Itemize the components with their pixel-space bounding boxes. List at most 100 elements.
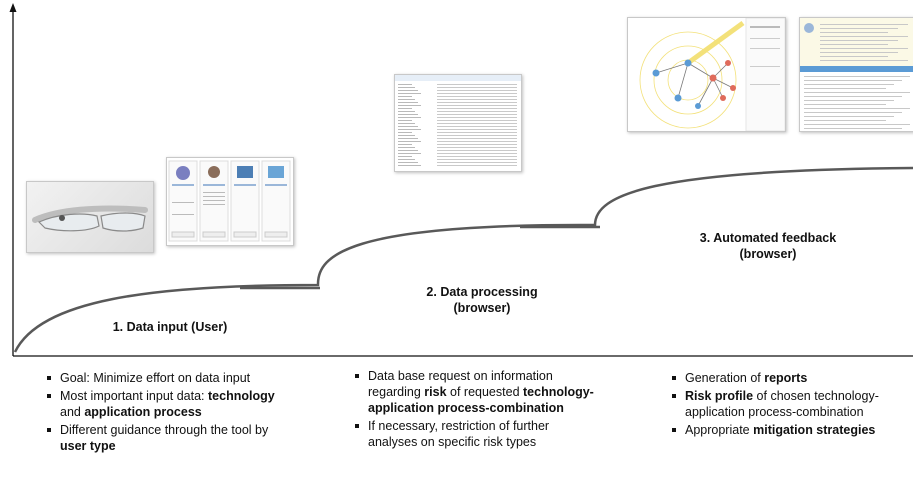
table-row <box>437 150 517 151</box>
table-row <box>398 150 418 151</box>
table-row <box>398 108 412 109</box>
table-row <box>398 123 415 124</box>
report-line <box>804 76 910 77</box>
stage-1-label: 1. Data input (User) <box>90 319 250 335</box>
risk-report <box>800 18 913 129</box>
table-row <box>398 144 412 145</box>
table-row <box>398 153 421 154</box>
bullet-text: If necessary, restriction of further ana… <box>368 419 550 449</box>
stage-2-label: 2. Data processing (browser) <box>412 284 552 316</box>
table-row <box>398 84 412 85</box>
table-row <box>437 114 517 115</box>
table-row <box>398 120 412 121</box>
bullet-text: Appropriate <box>685 423 754 437</box>
bullet-item: Most important input data: technology an… <box>44 388 276 420</box>
bullet-emphasis: technology <box>208 389 275 403</box>
table-header <box>395 75 521 81</box>
table-row <box>398 156 412 157</box>
bullet-item: Appropriate mitigation strategies <box>669 422 909 438</box>
stage-2-subtitle: (browser) <box>453 301 511 315</box>
bullet-text: of requested <box>446 385 523 399</box>
table-row <box>437 144 517 145</box>
table-row <box>437 138 517 139</box>
risk-network-graph <box>639 18 785 131</box>
report-line <box>804 96 902 97</box>
table-row <box>398 87 415 88</box>
table-row <box>437 165 517 166</box>
table-row <box>437 141 517 142</box>
bullet-text: Goal: Minimize effort on data input <box>60 371 251 385</box>
table-row <box>437 132 517 133</box>
bullet-text: of chosen technology-application process… <box>685 389 879 419</box>
table-row <box>398 117 421 118</box>
table-row <box>398 99 415 100</box>
table-row <box>437 162 517 163</box>
table-row <box>437 147 517 148</box>
bullet-item: Risk profile of chosen technology-applic… <box>669 388 909 420</box>
report-line <box>804 128 902 129</box>
table-row <box>437 120 517 121</box>
report-line <box>804 104 886 105</box>
risk-network-screenshot <box>627 17 786 132</box>
data-processing-bullets: Data base request on information regardi… <box>352 368 598 452</box>
table-row <box>437 90 517 91</box>
bullet-text: Generation of <box>685 371 765 385</box>
table-row <box>437 117 517 118</box>
bullet-emphasis: risk <box>424 385 447 399</box>
report-line <box>804 88 886 89</box>
bullet-text: and <box>60 405 85 419</box>
report-line <box>820 48 908 49</box>
table-row <box>437 84 517 85</box>
table-row <box>398 90 418 91</box>
bullet-emphasis: mitigation strategies <box>753 423 876 437</box>
bullet-emphasis: technology-application process-combinati… <box>368 385 594 415</box>
report-line <box>820 40 898 41</box>
report-line <box>804 84 894 85</box>
risk-report-screenshot <box>799 17 913 132</box>
table-row <box>437 126 517 127</box>
bullet-item: Data base request on information regardi… <box>352 368 598 416</box>
table-row <box>437 105 517 106</box>
report-line <box>820 60 908 61</box>
report-line <box>804 116 894 117</box>
table-row <box>437 102 517 103</box>
bullet-item: Different guidance through the tool by u… <box>44 422 276 454</box>
bullet-emphasis: user type <box>60 439 116 453</box>
stage-3-label: 3. Automated feedback (browser) <box>683 230 853 262</box>
table-row <box>437 99 517 100</box>
table-row <box>398 105 421 106</box>
table-row <box>398 102 418 103</box>
stage-3-title: 3. Automated feedback <box>699 231 837 245</box>
report-line <box>820 44 888 45</box>
table-row <box>398 138 418 139</box>
table-row <box>437 159 517 160</box>
bullet-emphasis: application process <box>84 405 202 419</box>
table-row <box>398 147 415 148</box>
report-line <box>820 28 898 29</box>
bullet-emphasis: Risk profile <box>685 389 754 403</box>
table-row <box>398 114 418 115</box>
table-row <box>398 141 421 142</box>
table-row <box>437 123 517 124</box>
stage-1-title: 1. Data input (User) <box>112 320 228 334</box>
report-line <box>820 52 898 53</box>
report-line <box>820 36 908 37</box>
glasses-icon <box>32 205 148 232</box>
report-line <box>804 100 894 101</box>
smart-glasses-photo <box>26 181 154 253</box>
report-line <box>820 24 908 25</box>
y-axis <box>9 3 17 356</box>
table-row <box>437 87 517 88</box>
table-row <box>398 159 415 160</box>
table-row <box>398 162 418 163</box>
report-line <box>804 108 910 109</box>
report-line <box>804 120 886 121</box>
user-type-selection-screenshot <box>166 157 294 246</box>
bullet-emphasis: reports <box>764 371 808 385</box>
bullet-item: Goal: Minimize effort on data input <box>44 370 276 386</box>
table-row <box>398 165 421 166</box>
table-row <box>437 135 517 136</box>
